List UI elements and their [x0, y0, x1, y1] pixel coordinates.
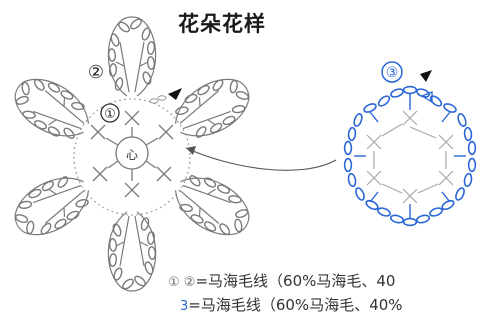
legend-line-1-text: =马海毛线（60%马海毛、40: [195, 272, 396, 290]
legend-line-2-text: =马海毛线（60%马海毛、40%: [188, 296, 403, 314]
pattern-title: 花朵花样: [178, 12, 266, 36]
start-arrow-icon: [168, 88, 182, 100]
round-1-guide-circle: [73, 98, 191, 216]
flower-diagram: ① ② 心: [6, 17, 259, 291]
round-1-marker-circle: [100, 103, 120, 123]
legend-line-2: 3=马海毛线（60%马海毛、40%: [180, 294, 403, 315]
round-3-diagram: ③: [343, 61, 477, 227]
legend-line-1: ① ②=马海毛线（60%马海毛、40: [168, 270, 395, 291]
round-1-label: ①: [104, 107, 116, 122]
round-3-label: ③: [386, 65, 399, 81]
round-3-start-arrow-icon: [420, 70, 432, 82]
single-crochet-stitches: [90, 110, 174, 198]
round-3-marker-circle: [381, 61, 403, 83]
legend-line-1-rounds: ① ②: [168, 275, 196, 290]
legend-line-2-round: 3: [180, 299, 189, 314]
round-2-label: ②: [88, 62, 104, 83]
center-label: 心: [126, 148, 138, 162]
connector-arrowhead-icon: [186, 146, 196, 155]
connector-arrow: [185, 147, 337, 171]
